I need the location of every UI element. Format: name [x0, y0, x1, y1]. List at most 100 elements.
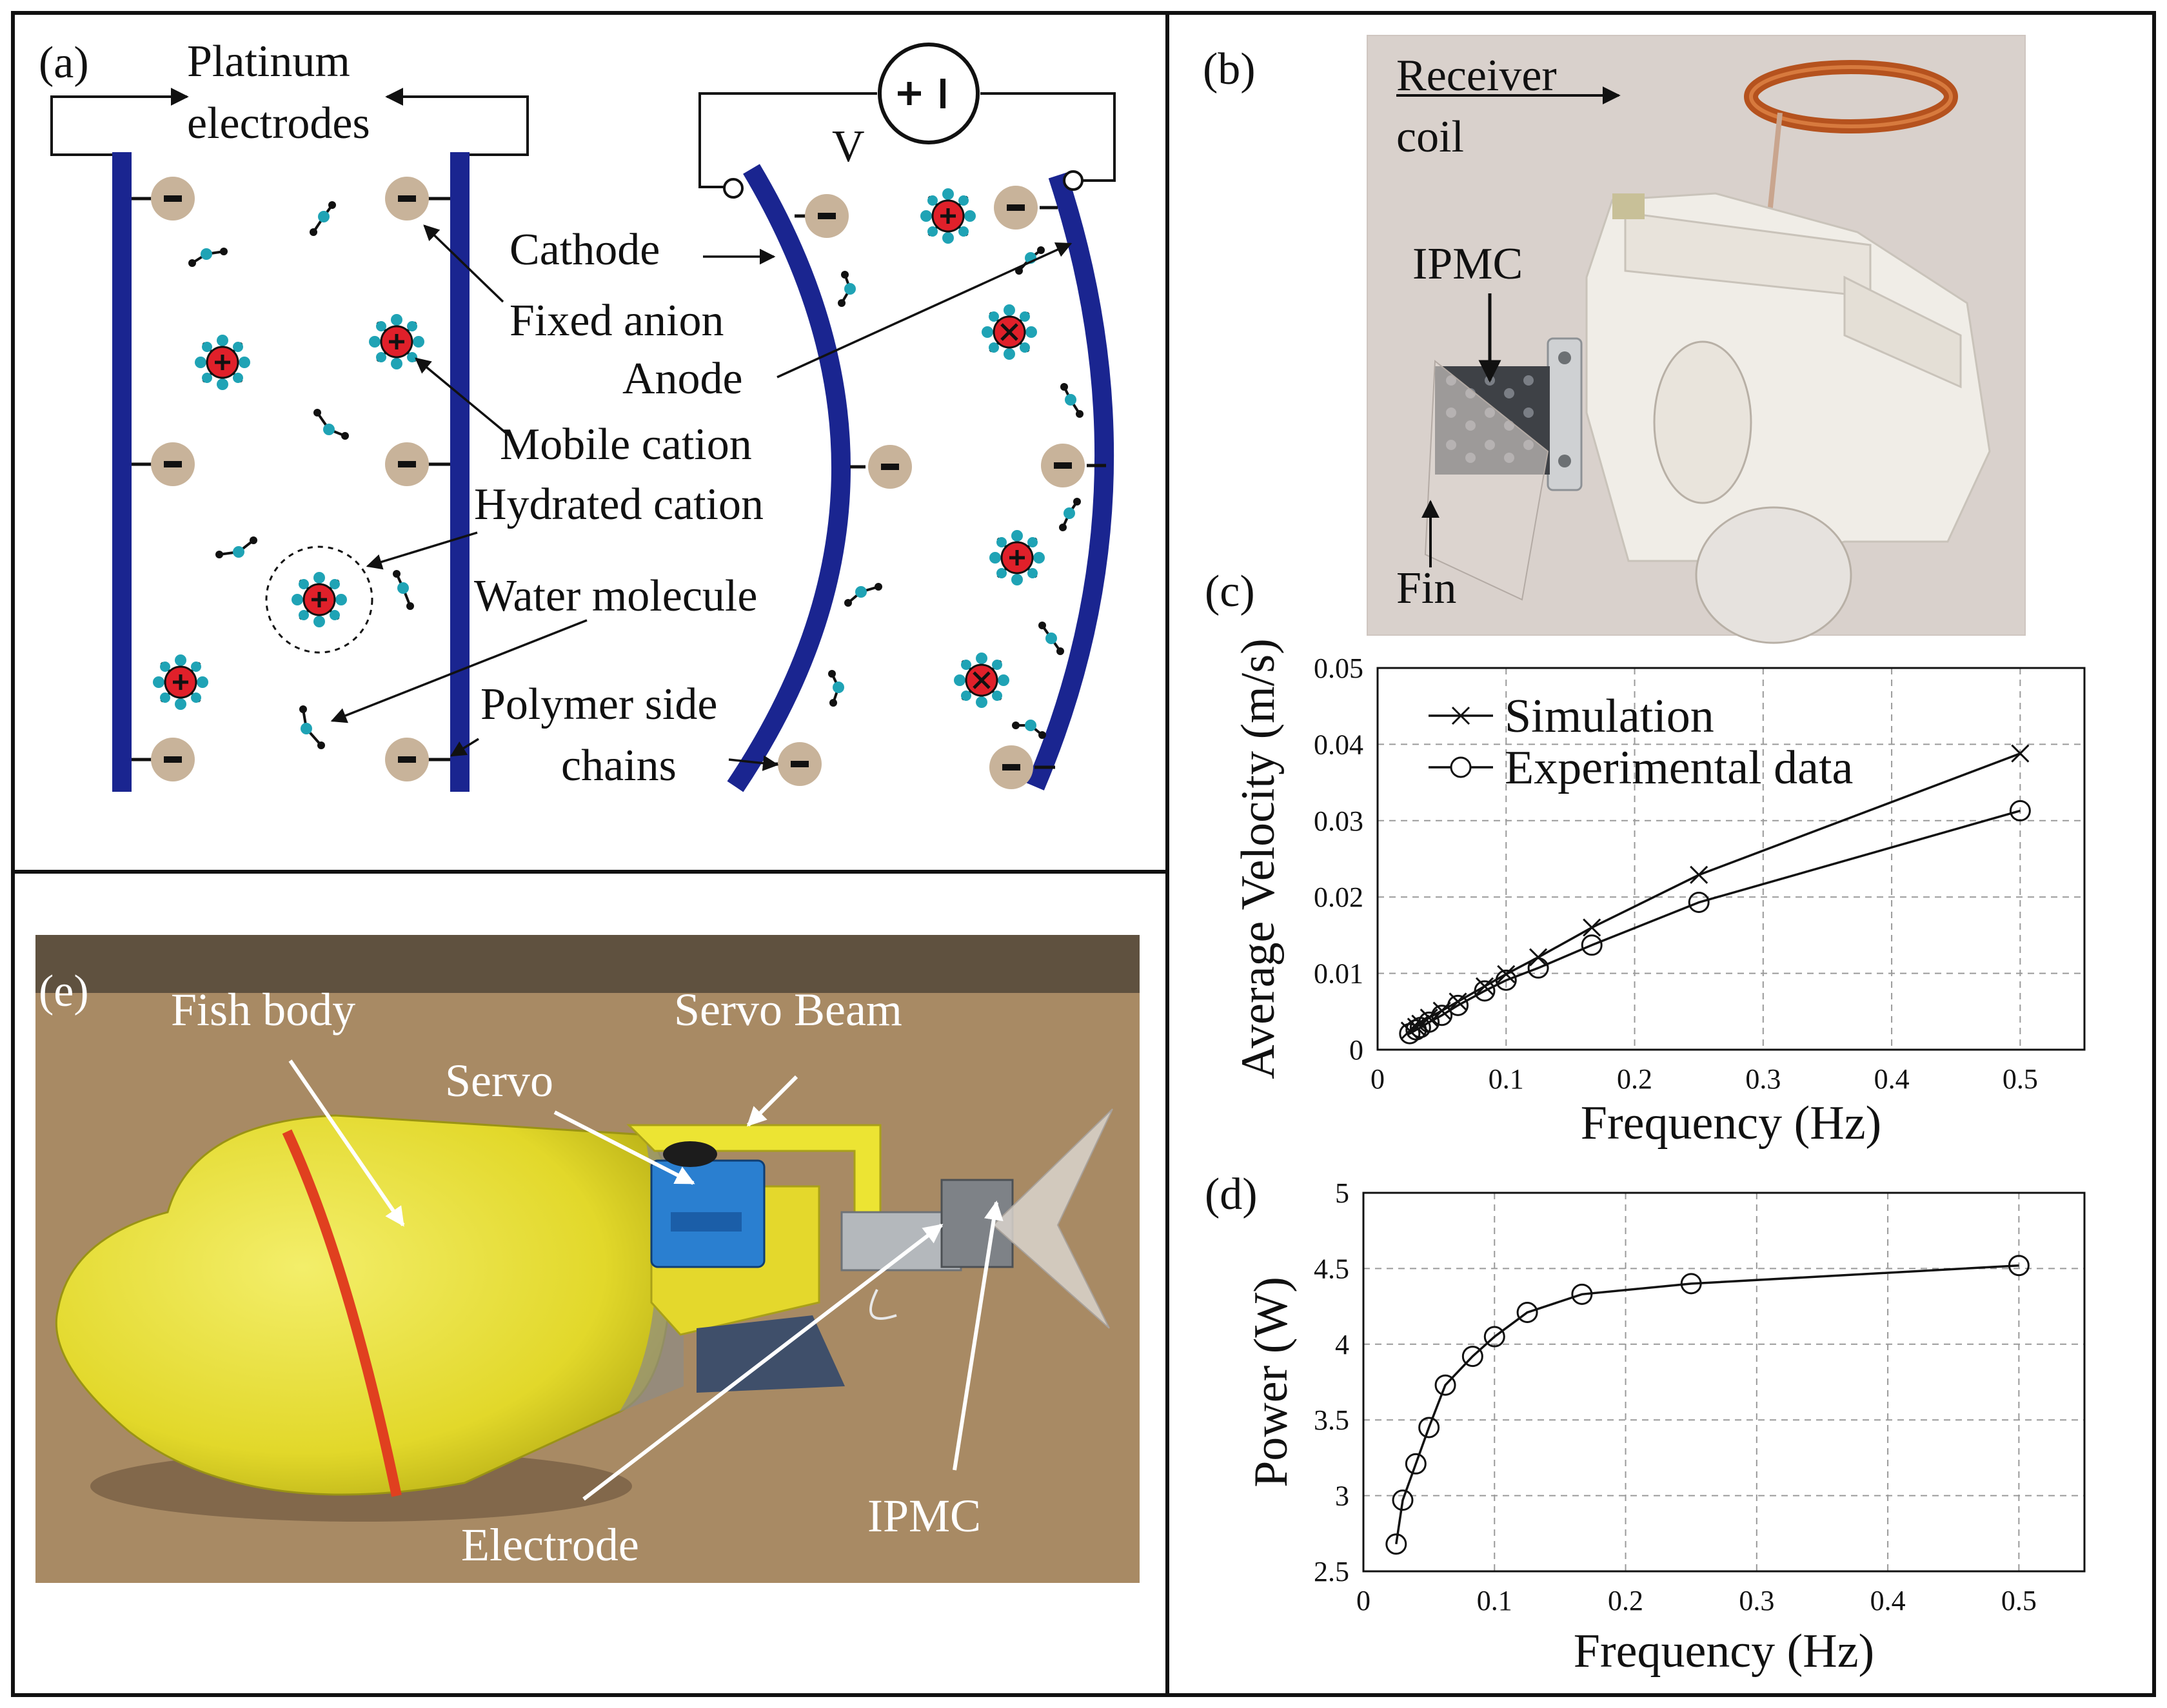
fish-body-label: Fish body	[171, 984, 355, 1036]
data-point-o	[1418, 1417, 1440, 1438]
data-point-o	[1571, 1283, 1593, 1305]
data-point-x	[2011, 744, 2030, 763]
panel-e-label: (e)	[39, 967, 89, 1016]
data-point-o	[1516, 1301, 1538, 1323]
x-tick-label: 0.4	[1870, 1585, 1906, 1616]
servo-icon	[650, 1141, 766, 1268]
x-tick-label: 0.3	[1745, 1063, 1781, 1095]
data-point-o	[2008, 1255, 2030, 1277]
data-point-o	[1483, 1326, 1505, 1348]
servo-beam-label: Servo Beam	[674, 984, 902, 1036]
left-electrode	[112, 152, 132, 792]
polymer-side-chains-label-line1: Polymer side	[480, 680, 717, 729]
fixed-anion-label: Fixed anion	[510, 296, 724, 346]
anode-electrode	[1026, 172, 1114, 790]
y-tick-label: 4.5	[1314, 1253, 1349, 1284]
x-tick-label: 0.2	[1608, 1585, 1643, 1616]
data-point-o	[1680, 1273, 1702, 1295]
x-tick-label: 0.1	[1477, 1585, 1512, 1616]
data-point-x	[1497, 965, 1516, 983]
x-axis-title: Frequency (Hz)	[1574, 1625, 1874, 1678]
y-tick-label: 0.02	[1314, 881, 1363, 913]
data-point-o	[1418, 1011, 1440, 1033]
y-tick-label: 3.5	[1314, 1404, 1349, 1436]
water-molecules-curved	[828, 246, 1084, 739]
fin-icon	[1424, 359, 1549, 601]
data-point-o	[2009, 800, 2031, 821]
battery-icon	[878, 43, 980, 144]
data-point-o	[1385, 1533, 1407, 1555]
x-tick-label: 0.5	[2001, 1585, 2037, 1616]
data-point-o	[1392, 1489, 1414, 1511]
legend-marker	[1451, 706, 1470, 725]
figure-border	[11, 11, 2156, 1697]
platinum-electrodes-label-line2: electrodes	[187, 99, 370, 148]
red-band	[282, 1129, 402, 1497]
right-electrode	[450, 152, 470, 792]
y-tick-label: 2.5	[1314, 1556, 1349, 1587]
y-tick-label: 4	[1335, 1329, 1349, 1360]
y-tick-label: 0.03	[1314, 805, 1363, 837]
polymer-side-chains-label-line2: chains	[561, 741, 677, 790]
panel-a-label: (a)	[39, 38, 89, 88]
ipmc-label: IPMC	[1412, 239, 1523, 289]
data-point-o	[1495, 969, 1517, 991]
x-axis-title: Frequency (Hz)	[1581, 1097, 1881, 1150]
plot-frame	[1376, 667, 2086, 1051]
legend-label: Experimental data	[1505, 741, 1853, 794]
data-point-o	[1461, 1346, 1483, 1368]
data-point-o	[1431, 1005, 1453, 1026]
cathode-electrode	[727, 164, 851, 792]
data-point-o	[1581, 934, 1603, 956]
data-point-o	[1447, 994, 1469, 1016]
x-tick-label: 0	[1356, 1585, 1370, 1616]
x-tick-label: 0.5	[2003, 1063, 2038, 1095]
panel-a-schematic: (a) Platinum electrodes	[39, 37, 1116, 792]
legend-marker	[1450, 756, 1472, 778]
platinum-electrodes-label-line1: Platinum	[187, 37, 350, 86]
x-tick-label: 0	[1370, 1063, 1385, 1095]
data-point-o	[1688, 891, 1710, 913]
legend-label: Simulation	[1505, 690, 1714, 743]
data-point-o	[1527, 957, 1549, 979]
data-point-x	[1529, 948, 1548, 967]
fixed-anions-straight	[132, 177, 450, 781]
x-tick-label: 0.3	[1739, 1585, 1774, 1616]
data-point-x	[1690, 865, 1708, 884]
plot-frame	[1362, 1192, 2086, 1573]
fixed-anions-curved	[767, 186, 1106, 789]
fish-body-shape	[55, 1114, 673, 1496]
mobile-cation-label: Mobile cation	[500, 420, 752, 469]
electrode-label: Electrode	[461, 1519, 639, 1571]
panel-b-label: (b)	[1203, 44, 1256, 94]
data-point-x	[1449, 992, 1467, 1011]
fin-label: Fin	[1396, 564, 1456, 613]
data-point-x	[1475, 977, 1494, 996]
y-tick-label: 5	[1335, 1177, 1349, 1209]
receiver-coil-label-line2: coil	[1396, 112, 1464, 162]
data-point-o	[1405, 1453, 1427, 1475]
hydrated-cations-curved	[920, 188, 1045, 708]
y-axis-title: Average Velocity (m/s)	[1232, 638, 1285, 1079]
y-tick-label: 0.01	[1314, 958, 1363, 990]
x-tick-label: 0.4	[1874, 1063, 1910, 1095]
y-tick-label: 0.05	[1314, 653, 1363, 684]
panel-e-photo: (e) Fish body Servo Servo Beam Electrode…	[35, 935, 1140, 1583]
y-tick-label: 0.04	[1314, 729, 1363, 760]
x-tick-label: 0.2	[1617, 1063, 1652, 1095]
receiver-coil-label-line1: Receiver	[1396, 51, 1557, 101]
cathode-label: Cathode	[510, 225, 660, 275]
voltage-label: V	[832, 122, 865, 172]
y-tick-label: 0	[1349, 1034, 1363, 1066]
panel-a-annotation-arrows	[330, 224, 1073, 771]
y-tick-label: 3	[1335, 1480, 1349, 1512]
tail-fin-icon	[992, 1108, 1113, 1329]
anode-label: Anode	[622, 354, 743, 404]
series-line-0	[1395, 1264, 2019, 1544]
data-point-o	[1474, 980, 1496, 1002]
